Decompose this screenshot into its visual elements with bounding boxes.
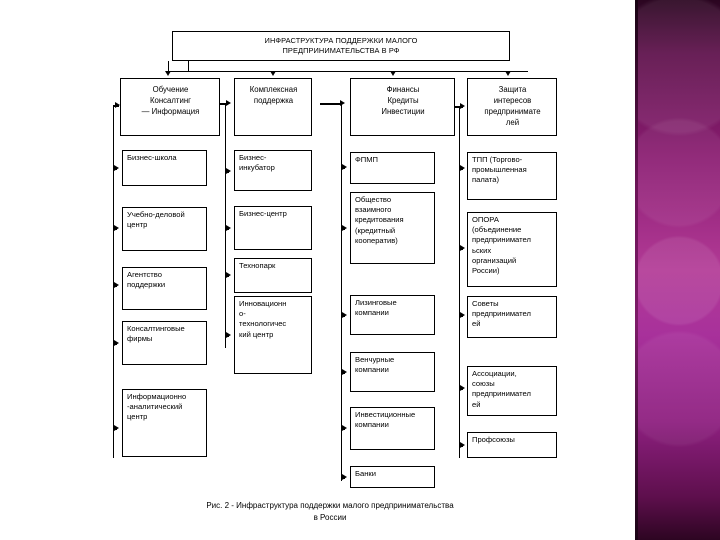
connector-col2-1: [225, 228, 229, 230]
connector-col4-1: [459, 248, 463, 250]
connector-col3-0: [341, 167, 345, 169]
header-stub-col1: [168, 61, 169, 71]
node-col1-4-label: Информационно -аналитический центр: [127, 392, 187, 422]
node-col3-4[interactable]: Инвестиционные компании: [350, 407, 435, 450]
connector-col4-3: [459, 388, 463, 390]
node-col2-1[interactable]: Бизнес-центр: [234, 206, 312, 250]
node-col4-2[interactable]: Советы предпринимател ей: [467, 296, 557, 338]
diagram-title: ИНФРАСТРУКТУРА ПОДДЕРЖКИ МАЛОГО ПРЕДПРИН…: [264, 36, 418, 55]
header-bus-left: [168, 71, 190, 72]
connector-col2-3: [225, 335, 229, 337]
column-header-2[interactable]: Комплексная поддержка: [234, 78, 312, 136]
node-col3-1[interactable]: Общество взаимного кредитования (кредитн…: [350, 192, 435, 264]
connector-col2-0: [225, 171, 229, 173]
decorative-purple-edge: [635, 0, 638, 540]
connector-col4-4: [459, 445, 463, 447]
node-col1-0[interactable]: Бизнес-школа: [122, 150, 207, 186]
column-header-2-label: Комплексная поддержка: [249, 85, 298, 105]
node-col1-2-label: Агентство поддержки: [127, 270, 166, 290]
node-col3-3[interactable]: Венчурные компании: [350, 352, 435, 392]
column-header-3[interactable]: Финансы Кредиты Инвестиции: [350, 78, 455, 136]
node-col2-0-label: Бизнес- инкубатор: [239, 153, 275, 173]
connector-col3-2: [341, 315, 345, 317]
arrow-col1-header: [115, 102, 120, 108]
node-col3-5-label: Банки: [355, 469, 376, 478]
node-col4-1-label: ОПОРА (объединение предпринимател ьских …: [472, 215, 531, 276]
column-header-1-label: Обучение Консалтинг — Информация: [141, 85, 200, 116]
column-header-1[interactable]: Обучение Консалтинг — Информация: [120, 78, 220, 136]
node-col4-4[interactable]: Профсоюзы: [467, 432, 557, 458]
node-col2-1-label: Бизнес-центр: [239, 209, 287, 218]
spine-col3: [341, 103, 342, 481]
node-col4-4-label: Профсоюзы: [472, 435, 515, 444]
column-header-4-label: Защита интересов предпринимате лей: [484, 85, 541, 127]
node-col3-0-label: ФПМП: [355, 155, 379, 164]
node-col3-1-label: Общество взаимного кредитования (кредитн…: [355, 195, 404, 245]
node-col1-3[interactable]: Консалтинговые фирмы: [122, 321, 207, 365]
node-col4-2-label: Советы предпринимател ей: [472, 299, 531, 329]
title-drop-line: [188, 61, 189, 71]
arrow-header-2-3: [340, 100, 345, 106]
node-col1-1[interactable]: Учебно-деловой центр: [122, 207, 207, 251]
node-col3-4-label: Инвестиционные компании: [355, 410, 416, 430]
arrow-down-col1: [165, 71, 171, 76]
column-header-4[interactable]: Защита интересов предпринимате лей: [467, 78, 557, 136]
node-col2-2-label: Технопарк: [239, 261, 276, 270]
arrow-down-col2: [270, 71, 276, 76]
node-col1-3-label: Консалтинговые фирмы: [127, 324, 185, 344]
connector-col1-2: [113, 285, 117, 287]
node-col1-4[interactable]: Информационно -аналитический центр: [122, 389, 207, 457]
header-link-2-3: [320, 103, 342, 105]
node-col4-1[interactable]: ОПОРА (объединение предпринимател ьских …: [467, 212, 557, 287]
node-col2-3-label: Инновационн о- технологичес кий центр: [239, 299, 287, 339]
arrow-header-3-4: [460, 103, 465, 109]
node-col3-2-label: Лизинговые компании: [355, 298, 397, 318]
connector-col1-4: [113, 428, 117, 430]
arrow-header-1-2: [226, 100, 231, 106]
header-link-1-2: [220, 103, 228, 105]
node-col2-3[interactable]: Инновационн о- технологичес кий центр: [234, 296, 312, 374]
node-col4-0-label: ТПП (Торгово- промышленная палата): [472, 155, 527, 185]
connector-col2-2: [225, 275, 229, 277]
node-col2-0[interactable]: Бизнес- инкубатор: [234, 150, 312, 191]
figure-caption: Рис. 2 - Инфраструктура поддержки малого…: [206, 501, 454, 522]
connector-col3-4: [341, 428, 345, 430]
decorative-purple-band: [638, 0, 720, 540]
column-header-3-label: Финансы Кредиты Инвестиции: [381, 85, 425, 116]
node-col3-3-label: Венчурные компании: [355, 355, 395, 375]
node-col3-5[interactable]: Банки: [350, 466, 435, 488]
node-col4-0[interactable]: ТПП (Торгово- промышленная палата): [467, 152, 557, 200]
connector-col4-2: [459, 315, 463, 317]
node-col2-2[interactable]: Технопарк: [234, 258, 312, 293]
arrow-down-col3: [390, 71, 396, 76]
arrow-down-col4: [505, 71, 511, 76]
node-col1-1-label: Учебно-деловой центр: [127, 210, 185, 230]
connector-col3-3: [341, 372, 345, 374]
node-col1-0-label: Бизнес-школа: [127, 153, 177, 162]
connector-col1-3: [113, 343, 117, 345]
connector-col4-0: [459, 168, 463, 170]
spine-col4: [459, 106, 460, 458]
spine-col1: [113, 106, 114, 458]
connector-col1-1: [113, 228, 117, 230]
spine-col2: [225, 103, 226, 348]
connector-col3-1: [341, 228, 345, 230]
connector-col1-0: [113, 168, 117, 170]
node-col1-2[interactable]: Агентство поддержки: [122, 267, 207, 310]
node-col3-0[interactable]: ФПМП: [350, 152, 435, 184]
node-col3-2[interactable]: Лизинговые компании: [350, 295, 435, 335]
node-col4-3[interactable]: Ассоциации, союзы предпринимател ей: [467, 366, 557, 416]
node-col4-3-label: Ассоциации, союзы предпринимател ей: [472, 369, 531, 409]
connector-col3-5: [341, 477, 345, 479]
diagram-title-box: ИНФРАСТРУКТУРА ПОДДЕРЖКИ МАЛОГО ПРЕДПРИН…: [172, 31, 510, 61]
header-bus-line: [188, 71, 528, 72]
